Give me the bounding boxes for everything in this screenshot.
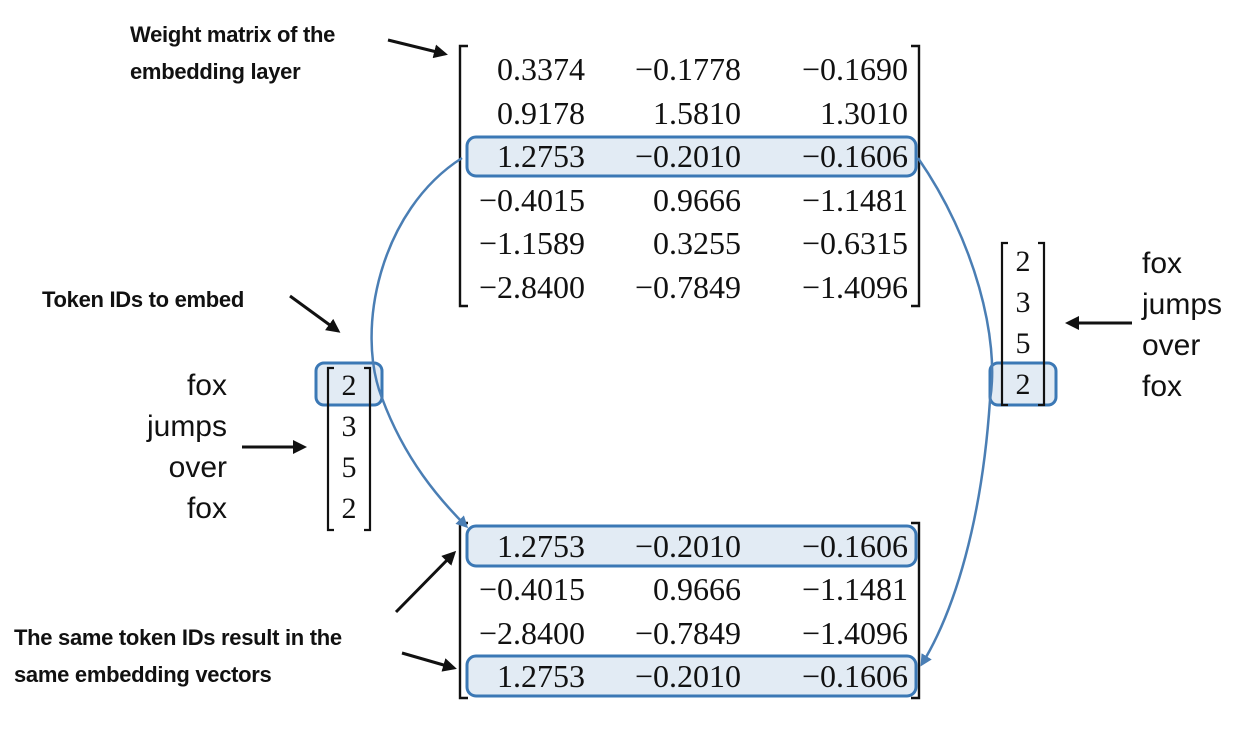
weight-matrix-pointer [387,38,448,59]
output-cell-r4-c3: −0.1606 [801,657,908,694]
left-id-3: 5 [341,451,357,484]
same-ids-label: The same token IDs result in the same em… [14,619,342,693]
output-cell-r2-c1: −0.4015 [478,571,585,608]
weight-matrix-label-line2: embedding layer [130,59,301,84]
right-id-highlight [988,361,1058,407]
right-id-4: 2 [1015,368,1031,401]
weight-cell-r4-c2: 0.9666 [653,181,741,218]
left-id-highlight [314,361,384,407]
token-ids-label: Token IDs to embed [42,287,244,312]
left-word-2: jumps [146,410,227,443]
right-lookup-arrow [916,157,994,667]
output-bracket-right [911,521,921,700]
same-ids-pointer-up [394,550,457,614]
right-word-3: over [1142,329,1201,362]
output-cell-r1-c3: −0.1606 [801,528,908,564]
weight-cell-r3-c1: 1.2753 [497,138,585,175]
weight-cell-r2-c3: 1.3010 [820,94,908,131]
weight-cell-r1-c1: 0.3374 [497,51,585,87]
weight-cell-r4-c3: −1.1481 [801,181,908,218]
right-word-1: fox [1142,247,1183,280]
left-word-3: over [168,451,227,484]
output-cell-r3-c3: −1.4096 [801,614,908,651]
weight-matrix-label: Weight matrix of the embedding layer [130,16,335,90]
left-id-2: 3 [341,410,357,443]
output-cell-r4-c2: −0.2010 [634,657,741,694]
output-cell-r1-c1: 1.2753 [497,528,585,564]
right-word-2: jumps [1142,288,1223,321]
weight-cell-r5-c2: 0.3255 [653,225,741,262]
left-id-4: 2 [341,492,357,525]
output-row1-highlight [465,524,918,568]
same-ids-label-line1: The same token IDs result in the [14,625,342,650]
same-ids-label-line2: same embedding vectors [14,662,272,687]
left-lookup-arrow [370,156,469,529]
output-cell-r2-c2: 0.9666 [653,571,741,608]
output-row4-highlight [465,654,918,698]
weight-cell-r4-c1: −0.4015 [478,181,585,218]
weight-cell-r2-c2: 1.5810 [653,94,741,131]
token-ids-pointer [289,294,341,333]
right-id-3: 5 [1015,327,1031,360]
left-id-bracket-left [326,366,334,532]
weight-cell-r3-c3: −0.1606 [801,138,908,175]
left-word-1: fox [186,369,227,402]
weight-cell-r1-c2: −0.1778 [634,51,741,87]
output-cell-r3-c1: −2.8400 [478,614,585,651]
left-id-1: 2 [341,369,357,402]
right-word-4: fox [1142,370,1183,403]
weight-cell-r6-c2: −0.7849 [634,269,741,305]
left-id-bracket-right [364,366,372,532]
weight-row-highlight [465,135,918,178]
weight-bracket-right [911,44,921,308]
weight-cell-r6-c3: −1.4096 [801,269,908,305]
weight-cell-r5-c3: −0.6315 [801,225,908,262]
output-cell-r4-c1: 1.2753 [497,657,585,694]
weight-cell-r5-c1: −1.1589 [478,225,585,262]
right-id-bracket-left [1000,241,1008,407]
output-cell-r3-c2: −0.7849 [634,614,741,651]
weight-cell-r1-c3: −0.1690 [801,51,908,87]
weight-cell-r6-c1: −2.8400 [478,269,585,305]
left-word-4: fox [186,492,227,525]
output-cell-r1-c2: −0.2010 [634,528,741,564]
right-id-1: 2 [1015,245,1031,278]
same-ids-pointer-down [401,651,457,672]
weight-cell-r3-c2: −0.2010 [634,138,741,175]
right-id-2: 3 [1015,286,1031,319]
right-id-bracket-right [1038,241,1046,407]
weight-bracket-left [458,44,468,308]
weight-matrix-label-line1: Weight matrix of the [130,22,336,47]
weight-cell-r2-c1: 0.9178 [497,94,585,131]
output-cell-r2-c3: −1.1481 [801,571,908,608]
